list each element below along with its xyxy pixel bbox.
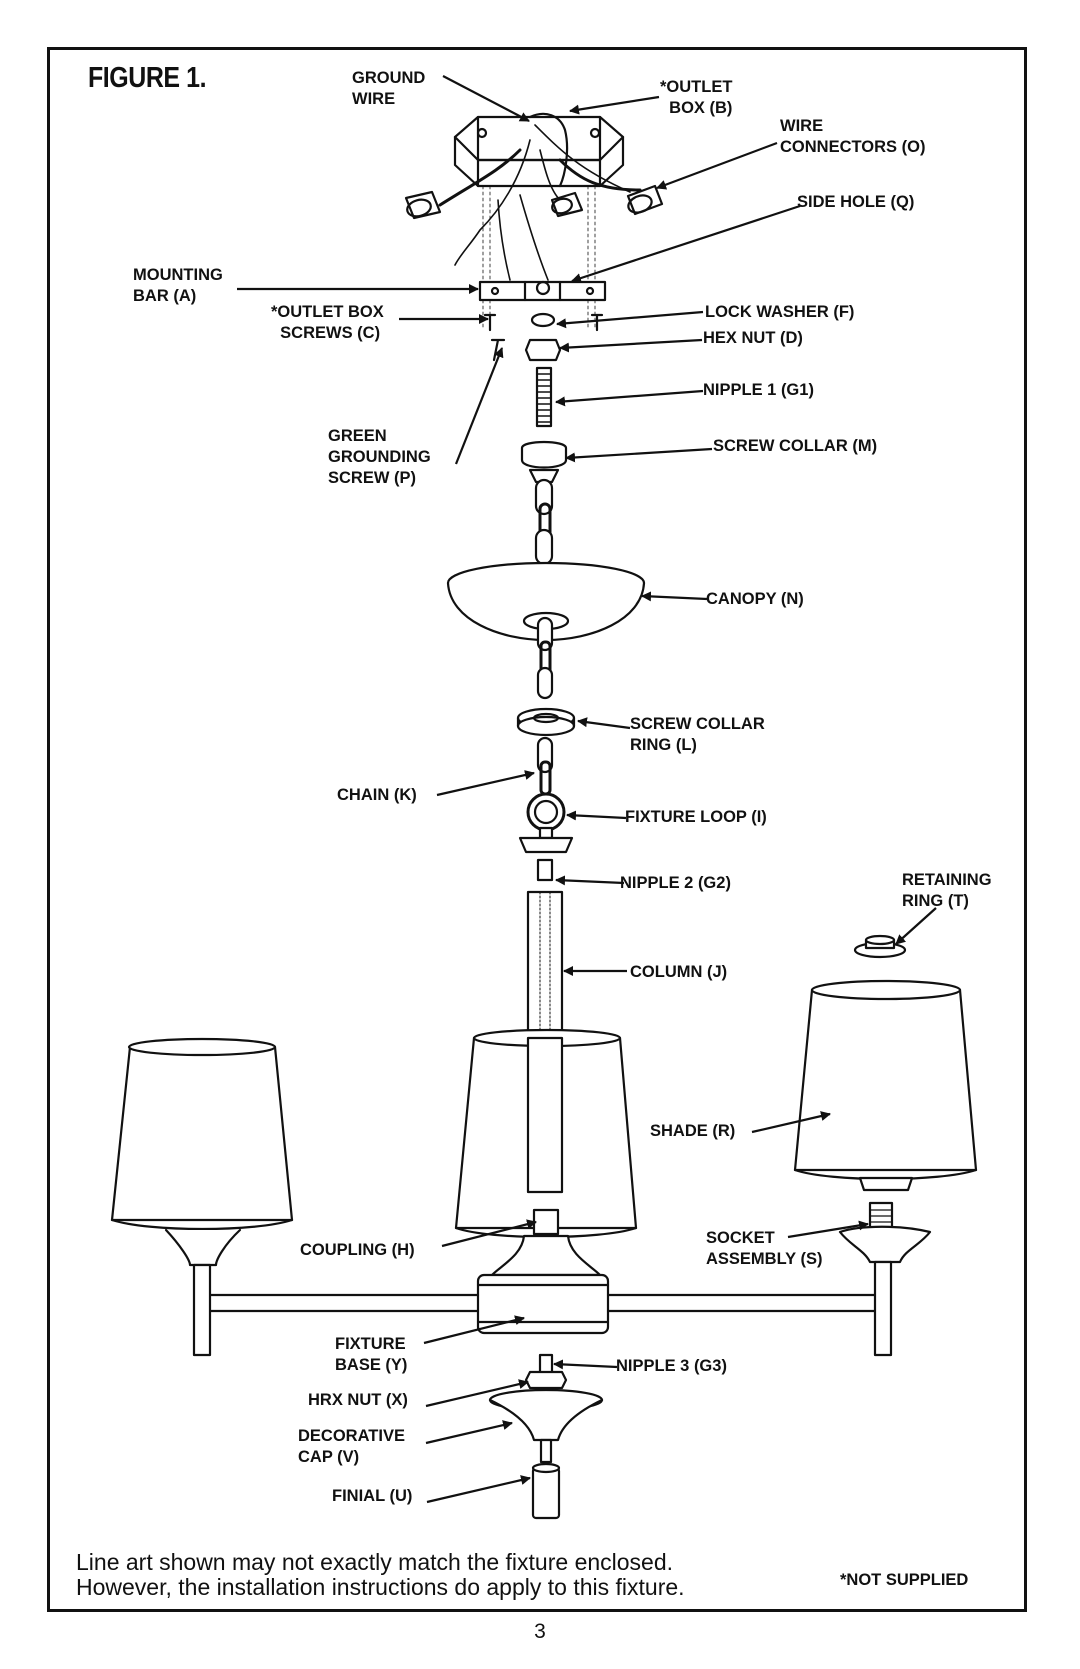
label-canopy: CANOPY (N) <box>706 590 804 608</box>
label-finial: FINIAL (U) <box>332 1487 413 1505</box>
shade-left <box>110 1037 294 1267</box>
hex-nut-part <box>524 338 562 362</box>
page-number: 3 <box>534 1620 546 1643</box>
nipple-1-part <box>535 366 553 428</box>
label-retaining-ring: RETAINING RING (T) <box>902 871 992 910</box>
label-nipple-1: NIPPLE 1 (G1) <box>703 381 814 399</box>
label-mounting-bar: MOUNTING BAR (A) <box>133 266 223 305</box>
label-coupling: COUPLING (H) <box>300 1241 415 1259</box>
fixture-arms <box>192 1260 893 1357</box>
label-socket-assembly: SOCKET ASSEMBLY (S) <box>706 1229 823 1268</box>
wire-connector-right <box>626 184 664 216</box>
canopy-part <box>446 561 646 642</box>
figure-frame <box>47 47 1027 1612</box>
label-wire-connectors: WIRE CONNECTORS (O) <box>780 117 926 156</box>
figure-title: FIGURE 1. <box>88 62 207 94</box>
chain-middle <box>536 616 554 700</box>
label-outlet-box: *OUTLET BOX (B) <box>660 78 733 117</box>
label-hex-nut: HEX NUT (D) <box>703 329 803 347</box>
fixture-loop-part <box>518 792 574 854</box>
label-hrx-nut: HRX NUT (X) <box>308 1391 408 1409</box>
label-column: COLUMN (J) <box>630 963 728 981</box>
label-screw-collar-ring: SCREW COLLAR RING (L) <box>630 715 765 754</box>
screw-collar-part <box>520 440 568 484</box>
wire-connector-middle <box>550 191 584 218</box>
lock-washer-part <box>530 312 556 328</box>
hrx-nut-part <box>524 1370 568 1390</box>
mounting-bar-part <box>478 280 607 302</box>
decorative-cap-part <box>488 1388 604 1464</box>
label-side-hole: SIDE HOLE (Q) <box>797 193 915 211</box>
label-shade: SHADE (R) <box>650 1122 736 1140</box>
label-nipple-3: NIPPLE 3 (G3) <box>616 1357 727 1375</box>
socket-assembly-part <box>838 1201 932 1264</box>
label-fixture-loop: FIXTURE LOOP (I) <box>625 808 767 826</box>
wire-connector-left <box>404 190 442 220</box>
finial-part <box>531 1462 561 1520</box>
footnote-line-1: Line art shown may not exactly match the… <box>76 1549 674 1575</box>
label-outlet-box-screws: *OUTLET BOX SCREWS (C) <box>271 303 384 342</box>
ground-wire-line <box>454 139 531 266</box>
fixture-base-part <box>476 1234 610 1335</box>
coupling-part <box>532 1208 560 1236</box>
label-fixture-base: FIXTURE BASE (Y) <box>335 1335 408 1374</box>
footnote-line-2: However, the installation instructions d… <box>76 1574 685 1600</box>
label-green-grounding-screw: GREEN GROUNDING SCREW (P) <box>328 427 431 487</box>
label-ground-wire: GROUND WIRE <box>352 69 426 108</box>
chain-upper <box>534 478 554 566</box>
not-supplied-note: *NOT SUPPLIED <box>840 1571 969 1589</box>
shade-center <box>454 1028 638 1239</box>
label-lock-washer: LOCK WASHER (F) <box>705 303 855 321</box>
outlet-box-part <box>453 112 625 188</box>
chain-lower <box>536 736 554 796</box>
label-screw-collar: SCREW COLLAR (M) <box>713 437 878 455</box>
label-decorative-cap: DECORATIVE CAP (V) <box>298 1427 405 1466</box>
retaining-ring-part <box>853 934 907 959</box>
label-nipple-2: NIPPLE 2 (G2) <box>620 874 731 892</box>
nipple-2-part <box>536 858 554 882</box>
label-chain: CHAIN (K) <box>337 786 417 804</box>
screw-collar-ring-part <box>516 707 576 737</box>
shade-right <box>793 979 978 1192</box>
